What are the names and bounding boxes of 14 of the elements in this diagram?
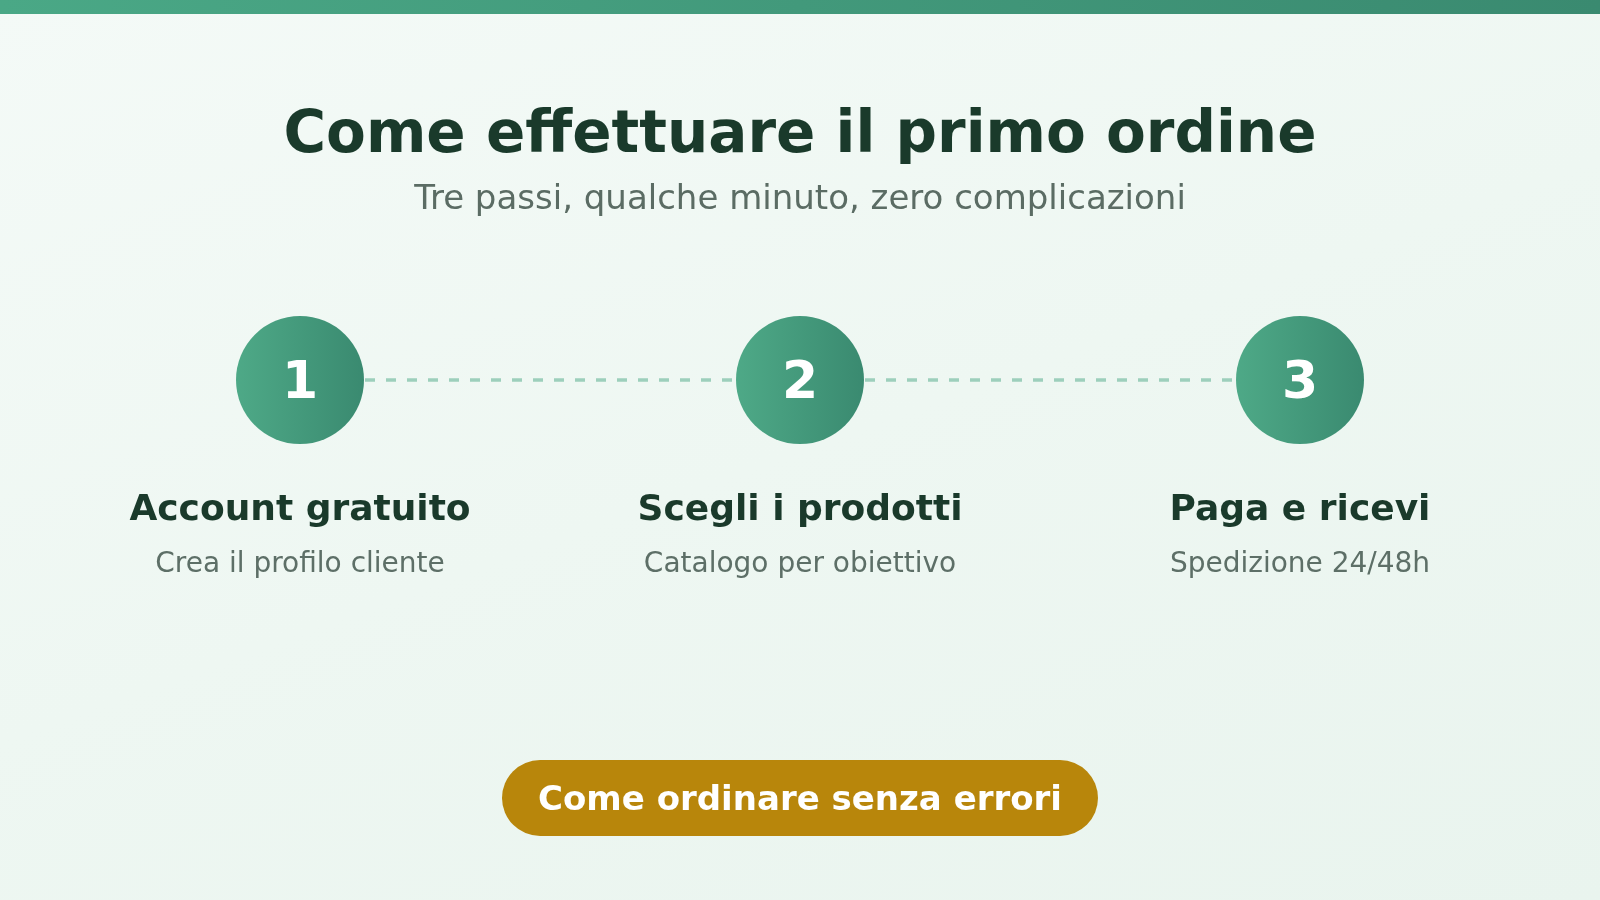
step-number: 3 — [1281, 354, 1319, 406]
step-description: Spedizione 24/48h — [1169, 546, 1431, 580]
step-title: Paga e ricevi — [1169, 486, 1431, 530]
step-title: Account gratuito — [129, 486, 471, 530]
step-number: 2 — [781, 354, 819, 406]
step-number: 1 — [281, 354, 319, 406]
page-title: Come effettuare il primo ordine — [283, 98, 1317, 168]
step-description: Catalogo per obiettivo — [643, 546, 957, 580]
cta-button: Come ordinare senza errori — [502, 760, 1098, 836]
step-description: Crea il profilo cliente — [155, 546, 445, 580]
step-title: Scegli i prodotti — [637, 486, 963, 530]
dashed-connector — [365, 378, 735, 382]
dashed-connector — [865, 378, 1235, 382]
subtitle: Tre passi, qualche minuto, zero complicazioni — [414, 177, 1186, 218]
